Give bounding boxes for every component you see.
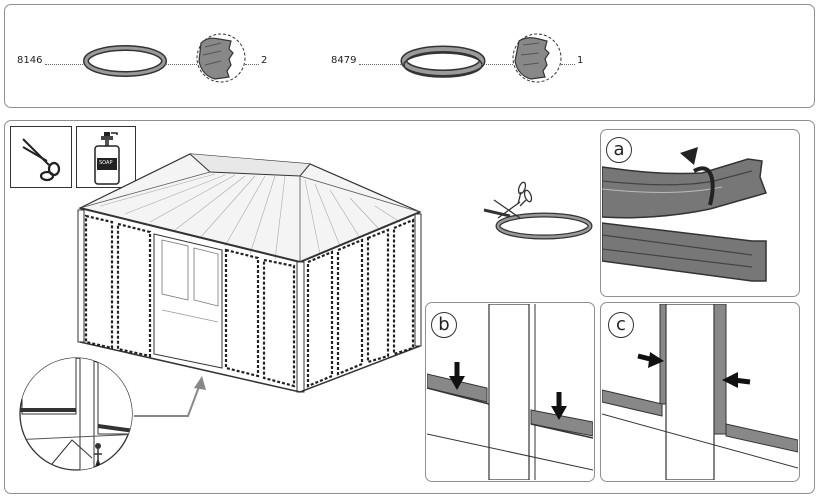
zoom-arrow [134, 376, 206, 417]
zoom-detail-circle [19, 357, 133, 471]
step-b-badge: b [431, 312, 457, 338]
leader-line [165, 64, 199, 65]
part-code-label: 8146 [17, 55, 43, 66]
leader-line [561, 64, 575, 65]
soap-bottle-icon [94, 132, 120, 185]
gasket-insert-bottom-illustration [427, 304, 593, 480]
tool-box-scissors [10, 126, 72, 188]
gasket-bend-illustration [602, 147, 767, 282]
leader-line [45, 64, 91, 65]
leader-line [245, 64, 259, 65]
gasket-profile-detail-icon [196, 33, 246, 83]
part-code-label: 8479 [331, 55, 357, 66]
scissors-icon [493, 181, 533, 219]
part-qty-label: 2 [261, 55, 268, 66]
leader-line [481, 64, 515, 65]
scissors-icon [22, 138, 61, 182]
gasket-ring-icon [400, 45, 486, 78]
step-a-badge: a [606, 137, 632, 163]
soap-bottle-label: SOAP [99, 160, 113, 166]
step-c-badge: c [608, 312, 634, 338]
cut-gasket-illustration [483, 181, 593, 240]
gazebo-illustration [77, 153, 422, 393]
parts-panel: 8146 2 8479 1 [4, 4, 815, 108]
gasket-profile-detail-icon [512, 33, 562, 83]
leader-line [359, 64, 401, 65]
gasket-ring-icon [83, 45, 167, 77]
gasket-insert-side-illustration [602, 304, 798, 480]
tool-box-soap: SOAP [76, 126, 136, 188]
part-qty-label: 1 [577, 55, 584, 66]
